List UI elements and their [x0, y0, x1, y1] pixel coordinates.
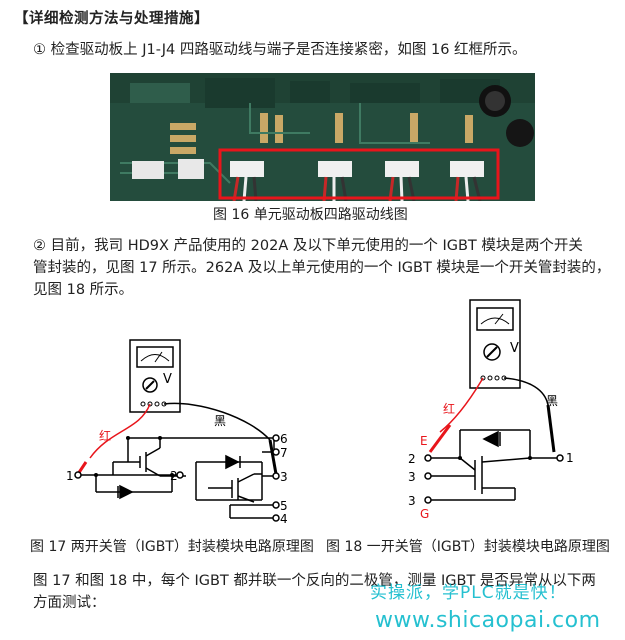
highlight-box: [218, 148, 500, 200]
paragraph-2-line-1: ② 目前，我司 HD9X 产品使用的 202A 及以下单元使用的一个 IGBT …: [33, 238, 583, 254]
figure-17-diagram: [74, 339, 280, 522]
terminal-1-18: 1: [566, 451, 574, 465]
terminal-1-17: 1: [66, 469, 74, 483]
figure-18-caption: 图 18 一开关管（IGBT）封装模块电路原理图: [326, 539, 610, 555]
driver-board-photo: [110, 73, 535, 201]
g-label: G: [420, 507, 429, 521]
terminal-4-17: 4: [280, 512, 288, 526]
paragraph-2-line-3: 见图 18 所示。: [33, 282, 134, 298]
terminal-3-18-a: 3: [408, 470, 416, 484]
terminal-6-17: 6: [280, 432, 288, 446]
paragraph-2-line-2: 管封装的，见图 17 所示。262A 及以上单元使用的一个 IGBT 模块是一个…: [33, 260, 611, 276]
figure-18-diagram: [424, 299, 564, 504]
terminal-2-18: 2: [408, 452, 416, 466]
meter-v-17: V: [163, 372, 172, 387]
red-label-18: 红: [443, 401, 455, 416]
watermark-slogan: 实操派，学PLC就是快！: [370, 583, 567, 603]
e-label: E: [420, 434, 428, 448]
paragraph-3-line-2: 方面测试：: [33, 595, 106, 611]
section-heading: 【详细检测方法与处理措施】: [14, 11, 209, 27]
figure-17-caption: 图 17 两开关管（IGBT）封装模块电路原理图: [30, 539, 314, 555]
paragraph-1: ① 检查驱动板上 J1-J4 四路驱动线与端子是否连接紧密，如图 16 红框所示…: [33, 42, 527, 58]
figure-16-caption: 图 16 单元驱动板四路驱动线图: [213, 207, 408, 223]
terminal-7-17: 7: [280, 446, 288, 460]
meter-v-18: V: [510, 341, 519, 356]
watermark-url: www.shicaopai.com: [375, 608, 601, 633]
red-label-17: 红: [99, 428, 111, 443]
terminal-3-17: 3: [280, 470, 288, 484]
paragraph-3-line-1: 图 17 和图 18 中，每个 IGBT 都并联一个反向的二极管，测量 IGBT…: [33, 573, 596, 589]
terminal-3-18: 3: [408, 494, 416, 508]
terminal-5-17: 5: [280, 499, 288, 513]
terminal-2-17: 2: [170, 469, 178, 483]
black-label-17: 黑: [214, 414, 226, 428]
black-label-18: 黑: [546, 394, 558, 408]
